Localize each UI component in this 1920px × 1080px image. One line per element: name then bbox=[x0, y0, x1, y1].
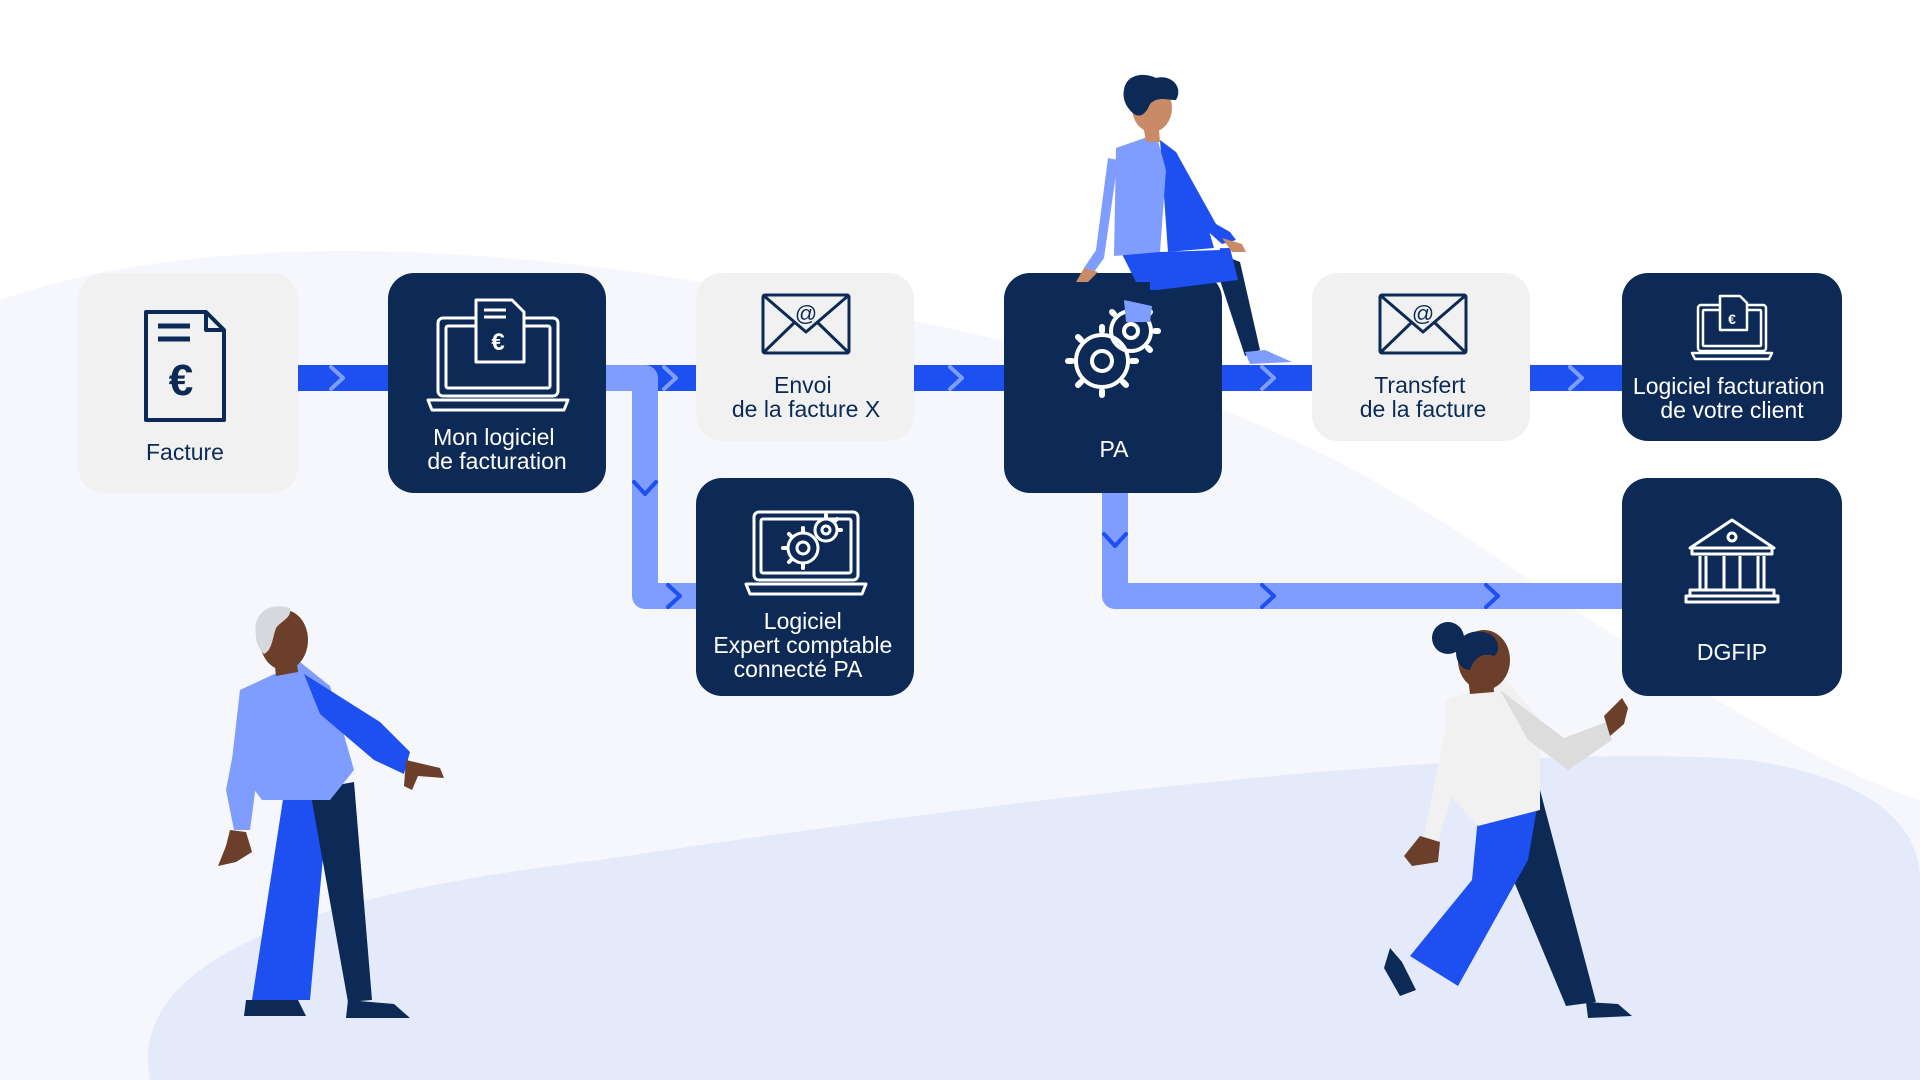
node-facture-label: Facture bbox=[146, 439, 224, 465]
node-mon-logiciel-label: Mon logiciel de facturation bbox=[427, 424, 566, 474]
node-expert-label: Logiciel Expert comptable connecté PA bbox=[713, 608, 898, 682]
node-transfert-label: Transfert de la facture bbox=[1360, 372, 1487, 422]
node-pa-label: PA bbox=[1100, 436, 1130, 462]
svg-text:@: @ bbox=[795, 301, 817, 326]
chevron-icon bbox=[948, 365, 964, 391]
laptop-invoice-icon: € bbox=[1690, 294, 1774, 361]
invoice-euro-icon: € bbox=[144, 310, 226, 422]
node-logiciel-client: € Logiciel facturation de votre client bbox=[1622, 273, 1842, 441]
svg-text:€: € bbox=[1728, 311, 1736, 327]
node-facture: € Facture bbox=[78, 273, 298, 493]
connector-envoi-pa bbox=[914, 365, 1004, 391]
bank-building-icon bbox=[1684, 518, 1780, 604]
svg-text:€: € bbox=[491, 329, 504, 356]
chevron-icon bbox=[1260, 583, 1276, 609]
connector-logiciel-expert bbox=[606, 365, 696, 609]
chevron-icon bbox=[666, 583, 682, 609]
svg-text:€: € bbox=[169, 356, 193, 405]
chevron-down-icon bbox=[1102, 532, 1128, 548]
node-dgfip: DGFIP bbox=[1622, 478, 1842, 696]
email-at-icon: @ bbox=[761, 293, 851, 355]
person-walking-left-illustration bbox=[218, 606, 444, 1018]
chevron-down-icon bbox=[632, 480, 658, 496]
chevron-icon bbox=[1568, 365, 1584, 391]
chevron-icon bbox=[329, 365, 345, 391]
node-envoi-label: Envoi de la facture X bbox=[732, 372, 880, 422]
chevron-icon bbox=[1484, 583, 1500, 609]
laptop-gears-icon bbox=[744, 510, 868, 596]
connector-pa-dgfip bbox=[1102, 490, 1625, 609]
node-pa: PA bbox=[1004, 273, 1222, 493]
chevron-icon bbox=[662, 365, 678, 391]
laptop-invoice-icon: € bbox=[426, 298, 570, 412]
node-mon-logiciel: € Mon logiciel de facturation bbox=[388, 273, 606, 493]
svg-text:@: @ bbox=[1412, 301, 1434, 326]
node-dgfip-label: DGFIP bbox=[1697, 639, 1767, 665]
node-logiciel-client-label: Logiciel facturation de votre client bbox=[1633, 373, 1831, 423]
node-expert: Logiciel Expert comptable connecté PA bbox=[696, 478, 914, 696]
person-walking-right-illustration bbox=[1384, 622, 1632, 1018]
person-sitting-illustration bbox=[1076, 74, 1292, 364]
email-at-icon: @ bbox=[1378, 293, 1468, 355]
connector-transfert-client bbox=[1530, 365, 1625, 391]
node-envoi: @ Envoi de la facture X bbox=[696, 273, 914, 441]
chevron-icon bbox=[1260, 365, 1276, 391]
node-transfert: @ Transfert de la facture bbox=[1312, 273, 1530, 441]
